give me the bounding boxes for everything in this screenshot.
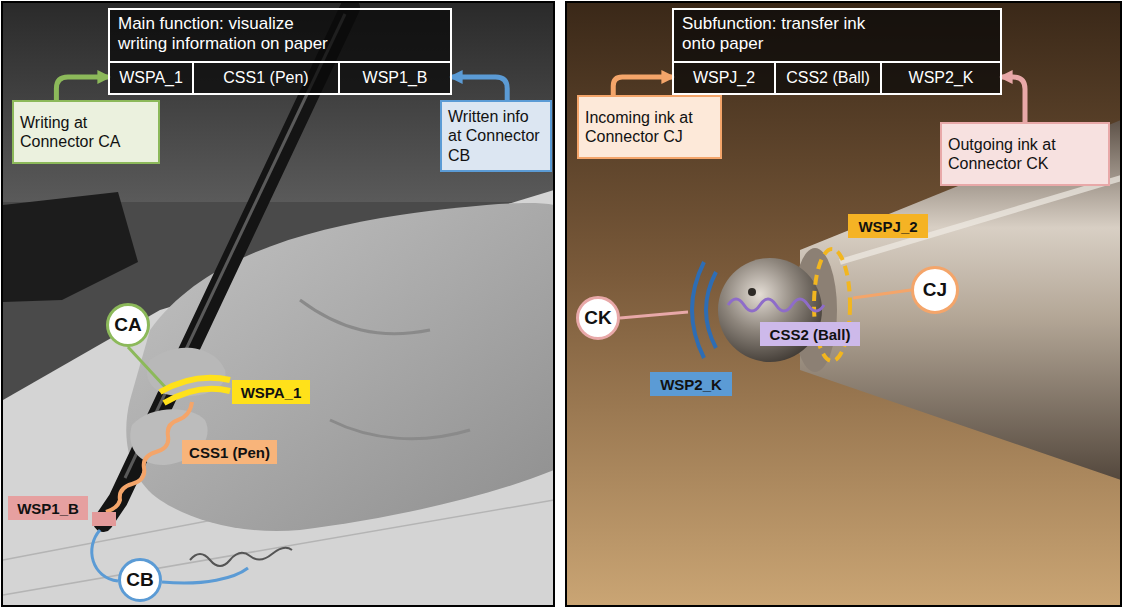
pen-tip-cone [800,120,1121,480]
node-text: Outgoing ink at Connector CK [948,135,1102,173]
node-text: Main function: visualize writing informa… [110,10,340,59]
hand-illustration [2,2,554,606]
flow-arrow [56,77,110,100]
css-path [106,402,192,512]
node-text: WSP1_B [363,69,428,87]
table-cell: WSPJ_2 [674,61,774,93]
table-cell: CSS2 (Ball) [774,61,882,93]
part-tag: WSP2_K [650,372,732,396]
ink-spot [748,288,756,296]
function-box: Main function: visualize writing informa… [108,8,452,95]
leader-line [128,347,166,388]
node-text: CSS2 (Ball) [770,326,851,343]
node-text: CK [584,307,611,329]
connector-note: Writing at Connector CA [12,100,160,164]
connector-circle: CB [118,558,162,602]
node-text: CSS1 (Pen) [223,69,308,87]
handwriting [190,548,292,566]
panel-frame [566,2,1121,606]
table-cell: WSP2_K [882,61,1000,93]
node-text: CB [126,569,153,591]
photo-ground [2,2,554,606]
table-cell: WSP1_B [340,61,450,93]
node-text: WSP2_K [909,69,974,87]
node-text: WSP1_B [17,500,79,517]
wsp-arc [706,272,716,348]
leader-line [620,312,688,318]
wsp-marker [92,512,116,526]
node-text: CJ [923,279,947,301]
node-text: WSPJ_2 [693,69,755,87]
connector-circle: CA [106,303,150,347]
connector-note: Outgoing ink at Connector CK [940,122,1110,186]
flow-arrow [450,77,507,100]
node-text: Writing at Connector CA [20,113,152,151]
node-text: Incoming ink at Connector CJ [585,108,714,146]
ball-illustration [566,2,1121,606]
part-tag: CSS1 (Pen) [182,440,277,464]
cone-highlight [840,178,1121,262]
part-tag: WSP1_B [8,496,88,520]
leader-line [162,568,248,583]
paper-sheet [3,190,554,606]
function-box: Subfunction: transfer ink onto paperWSPJ… [672,8,1002,95]
part-tag: WSPA_1 [232,380,310,404]
stapler [3,192,138,302]
wsp-arc [692,262,704,358]
connector-note: Written info at Connector CB [440,100,552,172]
connector-circle: CK [576,296,620,340]
leader-line [853,290,911,298]
connector-note: Incoming ink at Connector CJ [577,95,722,159]
wsp-band [164,389,230,403]
connector-circle: CJ [911,266,959,314]
ball [718,258,822,362]
flow-arrow [613,77,674,95]
node-text: Subfunction: transfer ink onto paper [674,10,899,59]
table-cell: WSPA_1 [110,61,192,93]
node-text: WSPA_1 [119,69,183,87]
hand [126,203,554,531]
photo-ground [566,2,1121,606]
node-text: WSPA_1 [241,384,302,401]
flow-arrow [1000,77,1025,122]
node-text: CSS2 (Ball) [786,69,870,87]
css-path [728,299,824,311]
knuckle-shade [300,300,430,334]
left-annotations [92,347,248,583]
knuckle-shade [330,420,470,439]
part-tag: CSS2 (Ball) [760,322,860,346]
right-annotations [620,249,911,361]
panel-frame [2,2,554,606]
node-text: CSS1 (Pen) [189,444,270,461]
node-text: WSPJ_2 [858,218,917,235]
node-text: WSP2_K [660,376,722,393]
part-tag: WSPJ_2 [848,214,928,238]
leader-line [92,530,118,581]
node-text: CA [114,314,141,336]
node-text: Written info at Connector CB [448,107,544,165]
table-cell: CSS1 (Pen) [192,61,340,93]
